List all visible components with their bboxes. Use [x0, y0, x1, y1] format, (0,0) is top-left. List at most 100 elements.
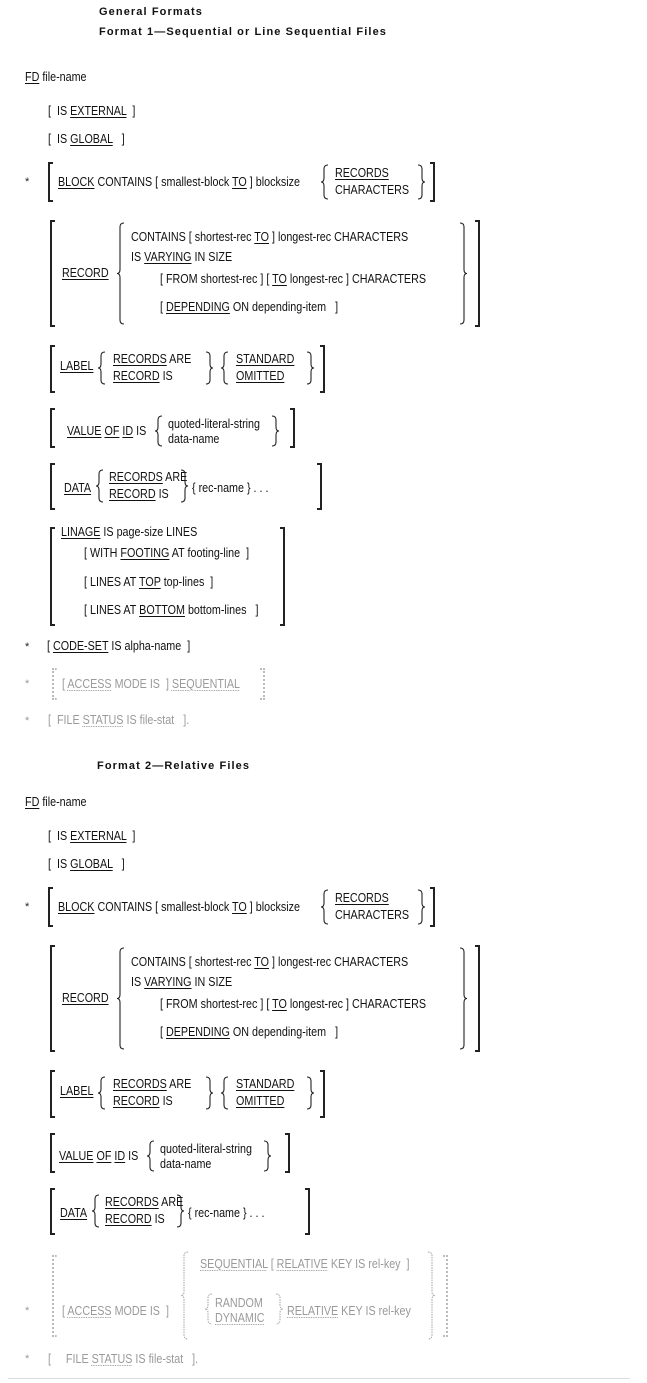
file-status-clause: [ FILE STATUS IS file-stat ]. — [48, 713, 189, 727]
right-bracket — [443, 1255, 448, 1337]
syntax-text: MODE IS ] — [111, 677, 172, 691]
record-contains-line: CONTAINS [ shortest-rec TO ] longest-rec… — [131, 230, 408, 244]
syntax-text: IS — [159, 369, 173, 383]
label-option-records-are: RECORDS ARE — [113, 352, 191, 366]
syntax-text: [ LINES AT — [84, 603, 140, 617]
asterisk-marker: * — [25, 715, 30, 727]
right-brace-icon — [417, 889, 426, 925]
linage-clause: LINAGE IS page-size LINES — [61, 525, 197, 539]
left-brace-icon — [220, 351, 229, 385]
required-keyword: BLOCK — [58, 175, 95, 189]
syntax-text: [ — [62, 677, 68, 691]
required-keyword: OF — [104, 424, 120, 438]
access-relative-key: RELATIVE KEY IS rel-key — [287, 1304, 411, 1318]
syntax-text: data-name — [168, 432, 220, 446]
required-keyword: FOOTING — [120, 546, 170, 560]
left-bracket — [50, 408, 55, 448]
syntax-text: [ — [160, 1025, 166, 1039]
is-external-clause: [ IS EXTERNAL ] — [48, 104, 135, 118]
asterisk-marker: * — [25, 678, 30, 690]
data-keyword: DATA — [64, 481, 91, 495]
required-keyword: RECORD — [62, 266, 109, 280]
is-global-clause: [ IS GLOBAL ] — [48, 132, 125, 146]
record-keyword: RECORD — [62, 266, 109, 280]
right-brace-icon — [271, 415, 280, 447]
right-bracket — [317, 463, 322, 510]
left-brace-icon — [91, 1194, 100, 1228]
right-bracket — [475, 220, 480, 327]
required-keyword: ACCESS — [67, 677, 112, 691]
syntax-text: longest-rec ] CHARACTERS — [286, 272, 427, 286]
is-global-clause: [ IS GLOBAL ] — [48, 857, 125, 871]
access-mode-clause: [ ACCESS MODE IS ] — [62, 1304, 169, 1318]
required-keyword: RECORD — [109, 487, 156, 501]
left-bracket — [50, 345, 55, 393]
right-bracket — [290, 408, 295, 448]
syntax-text: AT footing-line ] — [169, 546, 250, 560]
left-brace-icon — [146, 1140, 155, 1172]
required-keyword: TO — [254, 955, 270, 969]
label-keyword: LABEL — [60, 1084, 93, 1098]
required-keyword: FD — [25, 795, 40, 809]
required-keyword: RECORDS — [335, 166, 389, 180]
left-bracket — [50, 945, 55, 1052]
syntax-text: IN SIZE — [191, 975, 233, 989]
required-keyword: OMITTED — [236, 369, 285, 383]
block-contains-clause: BLOCK CONTAINS [ smallest-block TO ] blo… — [58, 175, 300, 189]
syntax-text: IS — [155, 487, 169, 501]
right-bracket — [260, 668, 265, 700]
left-bracket — [50, 1133, 55, 1173]
required-keyword: TO — [232, 900, 247, 914]
block-option-characters: CHARACTERS — [335, 908, 409, 922]
right-brace-icon — [205, 351, 214, 385]
data-option-records-are: RECORDS ARE — [109, 470, 187, 484]
syntax-text: [ FROM shortest-rec ] [ — [160, 997, 273, 1011]
left-brace-icon — [180, 1251, 189, 1340]
value-option-data-name: data-name — [160, 1157, 211, 1171]
syntax-text: [ LINES AT — [84, 575, 139, 589]
required-keyword: VALUE — [67, 424, 102, 438]
syntax-text: ARE — [166, 1077, 192, 1091]
right-bracket — [285, 1133, 290, 1173]
left-bracket — [50, 1188, 55, 1235]
syntax-text: ] — [112, 857, 125, 871]
required-keyword: EXTERNAL — [70, 104, 127, 118]
label-option-standard: STANDARD — [236, 352, 294, 366]
value-option-data-name: data-name — [168, 432, 219, 446]
required-keyword: CODE-SET — [52, 639, 109, 653]
label-option-standard: STANDARD — [236, 1077, 294, 1091]
right-bracket — [320, 345, 325, 393]
asterisk-marker: * — [25, 1305, 30, 1317]
syntax-text: quoted-literal-string — [160, 1142, 253, 1156]
label-option-omitted: OMITTED — [236, 1094, 284, 1108]
syntax-text: [ FILE — [48, 713, 83, 727]
required-keyword: LINAGE — [61, 525, 101, 539]
record-depending-line: [ DEPENDING ON depending-item ] — [160, 300, 338, 314]
required-keyword: RECORD — [105, 1212, 152, 1226]
access-option-random: RANDOM — [215, 1296, 263, 1310]
left-bracket — [52, 1255, 57, 1337]
record-varying-line: IS VARYING IN SIZE — [131, 975, 232, 989]
block-option-records: RECORDS — [335, 166, 389, 180]
asterisk-marker: * — [25, 1353, 30, 1365]
label-option-omitted: OMITTED — [236, 369, 284, 383]
syntax-text: ON depending-item ] — [229, 1025, 339, 1039]
syntax-text: [ FROM shortest-rec ] [ — [160, 272, 273, 286]
record-depending-line: [ DEPENDING ON depending-item ] — [160, 1025, 338, 1039]
is-external-clause: [ IS EXTERNAL ] — [48, 829, 135, 843]
syntax-text: ARE — [158, 1195, 184, 1209]
record-contains-line: CONTAINS [ shortest-rec TO ] longest-rec… — [131, 955, 408, 969]
label-option-records-are: RECORDS ARE — [113, 1077, 191, 1091]
required-keyword: RECORDS — [109, 470, 163, 484]
right-brace-icon — [263, 1140, 272, 1172]
required-keyword: TO — [232, 175, 247, 189]
required-keyword: RECORDS — [335, 891, 389, 905]
right-bracket — [280, 527, 285, 626]
required-keyword: SEQUENTIAL — [200, 1257, 268, 1271]
data-option-record-is: RECORD IS — [105, 1212, 165, 1226]
syntax-text: KEY IS rel-key ] — [327, 1257, 410, 1271]
right-bracket — [430, 887, 435, 927]
syntax-text: data-name — [160, 1157, 212, 1171]
syntax-text: IN SIZE — [191, 250, 233, 264]
data-keyword: DATA — [60, 1206, 87, 1220]
